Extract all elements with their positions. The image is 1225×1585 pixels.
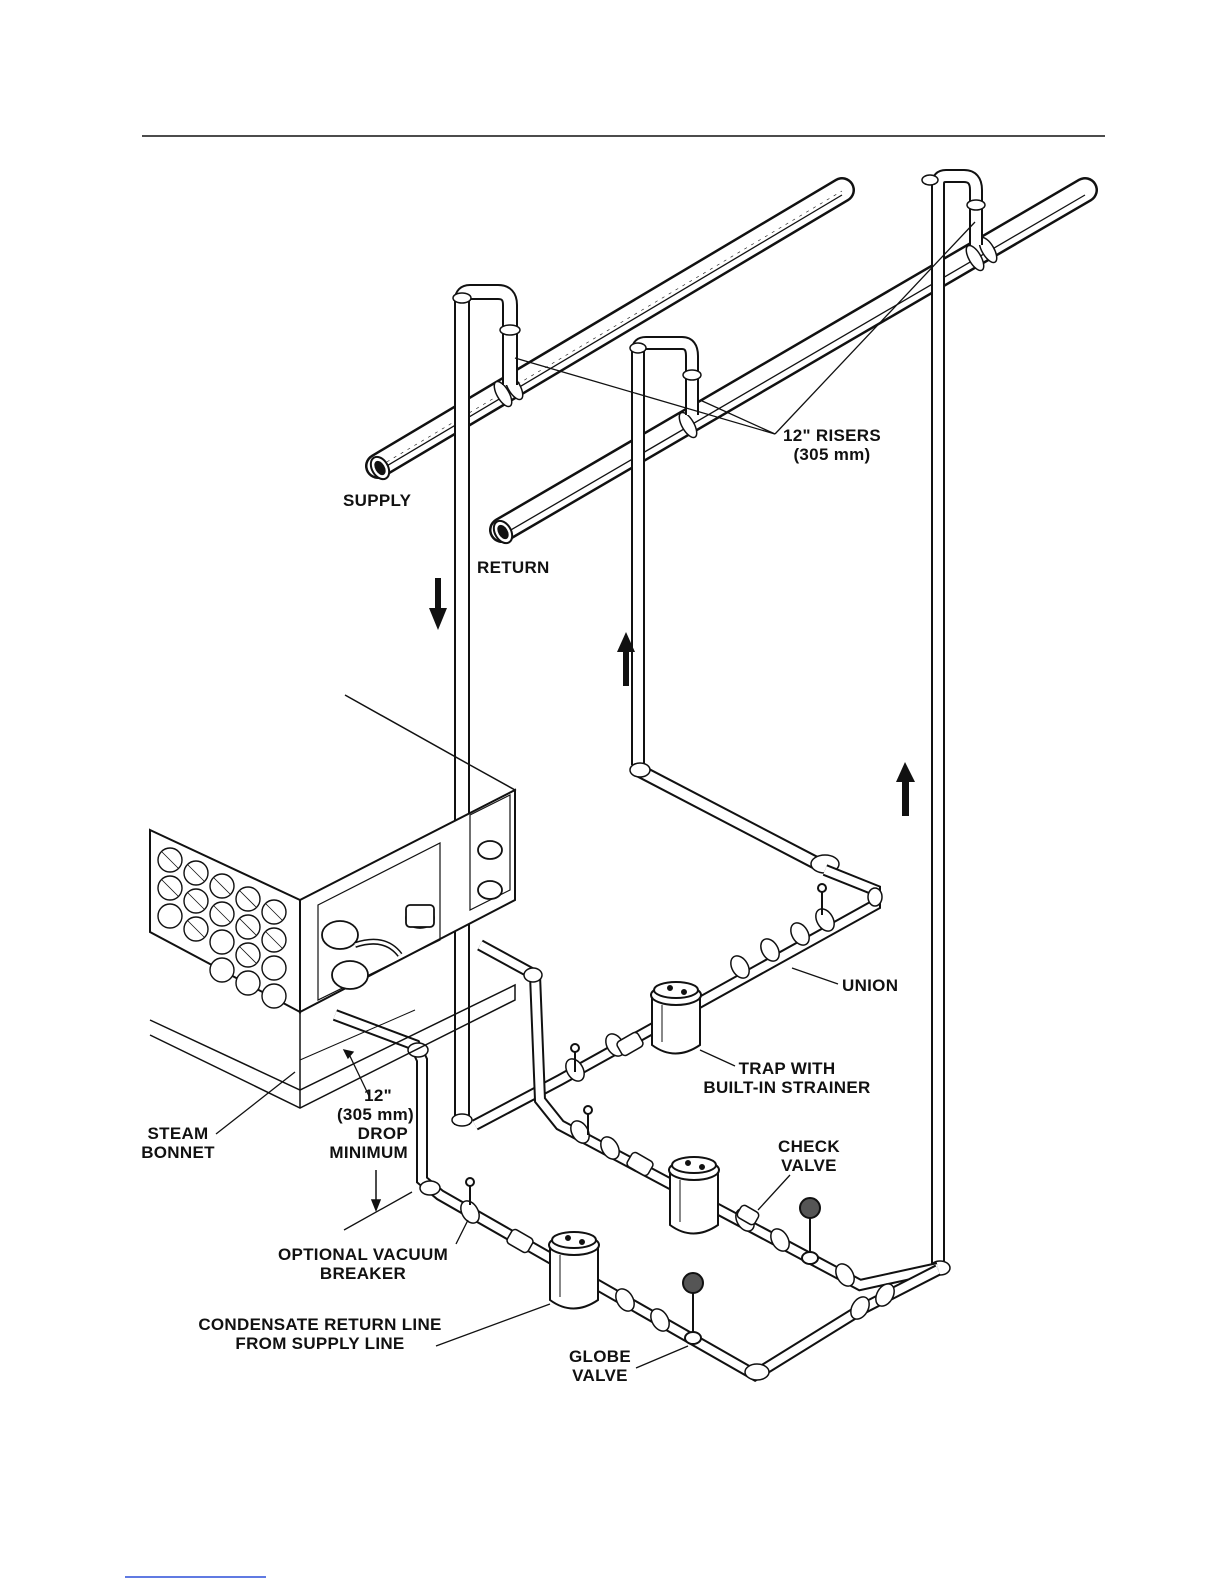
return-main-pipe xyxy=(490,190,1085,546)
globe-valve-label-line-1: GLOBE xyxy=(560,1347,640,1366)
trap-lower xyxy=(549,1232,599,1309)
condensate-label-line-2: FROM SUPPLY LINE xyxy=(186,1334,454,1353)
return-label: RETURN xyxy=(477,558,550,577)
risers-label: 12" RISERS (305 mm) xyxy=(772,426,892,464)
trap-label: TRAP WITH BUILT-IN STRAINER xyxy=(694,1059,880,1097)
drop-label-line-1: 12" xyxy=(296,1086,414,1105)
leader-lines xyxy=(216,222,975,1368)
steam-bonnet-label: STEAM BONNET xyxy=(130,1124,226,1162)
risers-label-line-2: (305 mm) xyxy=(772,445,892,464)
steam-bonnet-label-line-1: STEAM xyxy=(130,1124,226,1143)
check-valve-label-line-2: VALVE xyxy=(766,1156,852,1175)
trap-upper xyxy=(651,982,701,1054)
drop-label-line-2: (305 mm) xyxy=(296,1105,414,1124)
globe-valve-label: GLOBE VALVE xyxy=(560,1347,640,1385)
supply-main-pipe xyxy=(367,190,842,482)
check-valve-label: CHECK VALVE xyxy=(766,1137,852,1175)
risers-label-line-1: 12" RISERS xyxy=(772,426,892,445)
drop-label-line-3: DROP xyxy=(296,1124,414,1143)
flow-arrow-supply-down xyxy=(429,578,447,630)
vacuum-breaker-label-line-1: OPTIONAL VACUUM xyxy=(268,1245,458,1264)
supply-drop-pipe xyxy=(452,292,520,1126)
supply-label: SUPPLY xyxy=(343,491,411,510)
return-riser-pipe-2 xyxy=(922,175,985,1275)
vacuum-breaker-label: OPTIONAL VACUUM BREAKER xyxy=(268,1245,458,1283)
condensate-label-line-1: CONDENSATE RETURN LINE xyxy=(186,1315,454,1334)
globe-valve-middle xyxy=(800,1198,820,1264)
drop-arrow-down xyxy=(372,1170,380,1210)
drop-label-line-4: MINIMUM xyxy=(296,1143,414,1162)
trap-label-line-1: TRAP WITH xyxy=(694,1059,880,1078)
trap-label-line-2: BUILT-IN STRAINER xyxy=(694,1078,880,1097)
globe-valve-label-line-2: VALVE xyxy=(560,1366,640,1385)
check-valve-label-line-1: CHECK xyxy=(766,1137,852,1156)
trap-middle xyxy=(669,1157,719,1234)
vacuum-breaker-label-line-2: BREAKER xyxy=(268,1264,458,1283)
steam-bonnet-label-line-2: BONNET xyxy=(130,1143,226,1162)
condensate-return-label: CONDENSATE RETURN LINE FROM SUPPLY LINE xyxy=(186,1315,454,1353)
drop-minimum-label: 12" (305 mm) DROP MINIMUM xyxy=(296,1086,414,1162)
flow-arrow-return-up-2 xyxy=(896,762,915,816)
union-label: UNION xyxy=(842,976,898,995)
